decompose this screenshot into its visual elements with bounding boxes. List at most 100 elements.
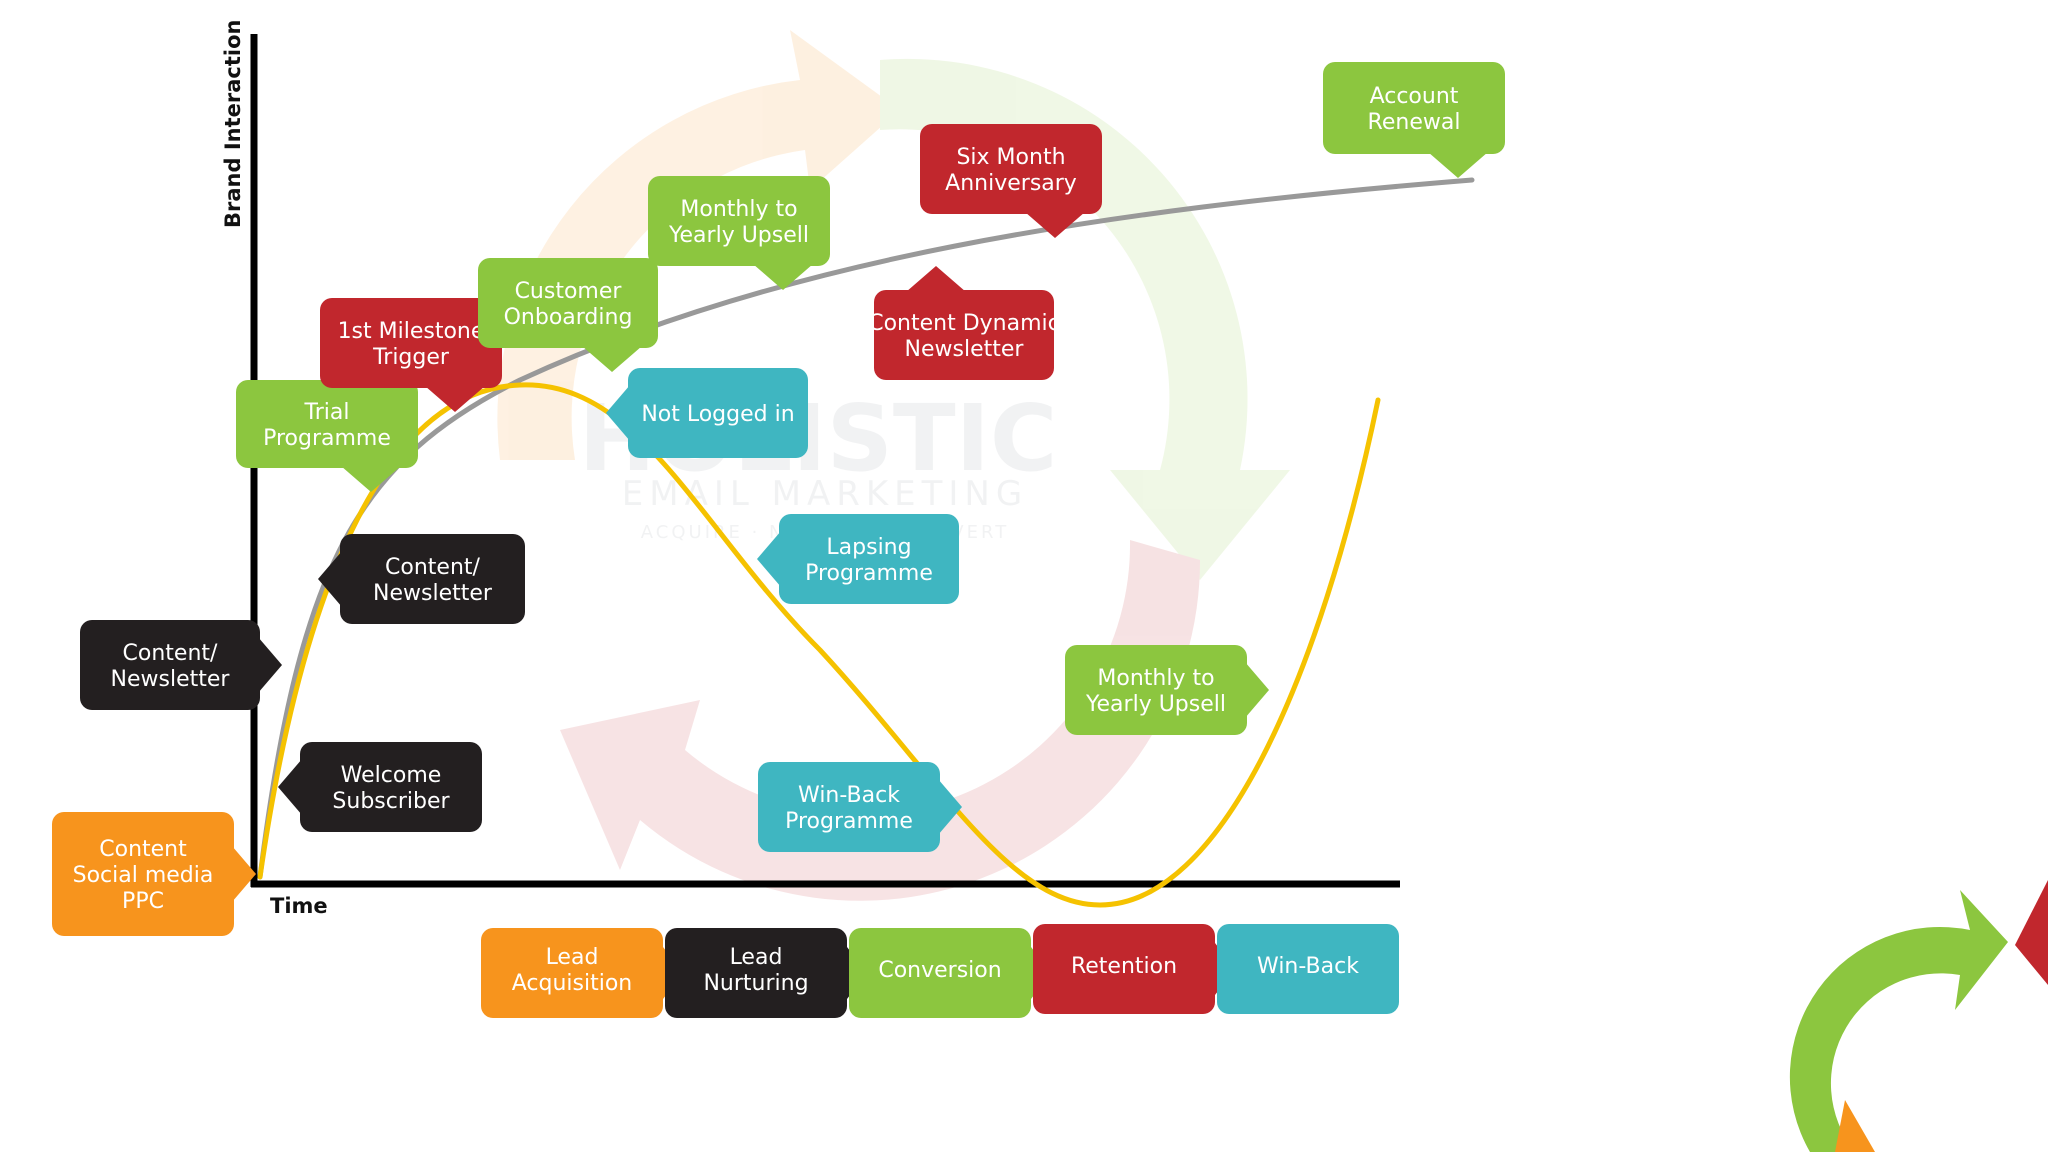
watermark-logo: HOLISTIC EMAIL MARKETING ACQUIRE · NURTU… bbox=[497, 30, 1290, 901]
touchpoint-bubble-box bbox=[1323, 62, 1505, 154]
touchpoint-bubble-box bbox=[300, 742, 482, 832]
touchpoint-label-line: Social media bbox=[73, 863, 214, 888]
touchpoint-label-line: Programme bbox=[785, 809, 913, 834]
bubble-pointer bbox=[906, 266, 966, 292]
touchpoint-label-line: Content/ bbox=[385, 555, 480, 580]
stage-chevron: Win-Back bbox=[1217, 924, 1399, 1014]
touchpoint-bubble-box bbox=[80, 620, 260, 710]
y-axis-label: Brand Interaction bbox=[221, 20, 245, 228]
watermark-arrow-orange bbox=[497, 30, 900, 460]
bubble-pointer bbox=[757, 531, 781, 587]
bubble-pointer bbox=[938, 779, 962, 835]
touchpoint-label-line: Win-Back bbox=[798, 783, 900, 808]
touchpoint-label-line: Six Month bbox=[956, 145, 1065, 170]
touchpoint-label-line: Monthly to bbox=[1097, 666, 1214, 691]
touchpoint-label-line: Content bbox=[99, 837, 187, 862]
corner-logo bbox=[1789, 880, 2048, 1152]
touchpoint-bubble-box bbox=[874, 290, 1054, 380]
touchpoint-bubble-box bbox=[758, 762, 940, 852]
brand-interaction-curve bbox=[257, 177, 1475, 880]
bubble-pointer bbox=[606, 385, 630, 441]
bubble-pointer bbox=[318, 551, 342, 607]
touchpoint-label-line: Customer bbox=[515, 279, 623, 304]
touchpoint-label-line: Trigger bbox=[372, 345, 450, 370]
corner-logo-arrow-red bbox=[2015, 880, 2048, 985]
bubble-pointer bbox=[341, 466, 401, 492]
bubble-pointer bbox=[278, 759, 302, 815]
stage-label-line: Lead bbox=[546, 945, 599, 970]
touchpoint-bubble: Content/Newsletter bbox=[318, 534, 525, 624]
touchpoint-bubble-box bbox=[52, 812, 234, 936]
touchpoint-label-line: Newsletter bbox=[905, 337, 1025, 362]
watermark-arrow-green bbox=[880, 58, 1290, 580]
touchpoint-bubble: Content/Newsletter bbox=[80, 620, 282, 710]
touchpoint-bubble-box bbox=[920, 124, 1102, 214]
stage-label-line: Lead bbox=[730, 945, 783, 970]
corner-logo-arrow-green bbox=[1789, 890, 2008, 1152]
bubble-pointer bbox=[232, 846, 256, 902]
touchpoint-label-line: Yearly Upsell bbox=[668, 223, 809, 248]
touchpoint-label-line: Content/ bbox=[123, 641, 218, 666]
touchpoint-bubble-box bbox=[779, 514, 959, 604]
stage-chevron: Conversion bbox=[849, 928, 1051, 1018]
touchpoint-label-line: Account bbox=[1370, 84, 1459, 109]
corner-logo-arrow-orange bbox=[1835, 1100, 1875, 1152]
touchpoint-bubble-box bbox=[478, 258, 658, 348]
bubble-pointer bbox=[258, 637, 282, 693]
touchpoint-label-line: Renewal bbox=[1368, 110, 1461, 135]
touchpoint-bubble-box bbox=[628, 368, 808, 458]
stage-label-line: Win-Back bbox=[1257, 954, 1359, 979]
touchpoint-bubble: Not Logged in bbox=[606, 368, 808, 458]
bubble-pointer bbox=[1245, 662, 1269, 718]
touchpoint-label-line: Trial bbox=[304, 400, 350, 425]
stage-box bbox=[1217, 924, 1399, 1014]
touchpoint-label-line: Subscriber bbox=[332, 789, 450, 814]
touchpoint-label-line: Programme bbox=[805, 561, 933, 586]
watermark-subtitle: EMAIL MARKETING bbox=[622, 474, 1028, 514]
bubble-pointer bbox=[1428, 152, 1488, 178]
touchpoint-label-line: Programme bbox=[263, 426, 391, 451]
touchpoint-label-line: Monthly to bbox=[680, 197, 797, 222]
stage-box bbox=[1033, 924, 1215, 1014]
touchpoint-label-line: PPC bbox=[122, 889, 164, 914]
touchpoint-label-line: Not Logged in bbox=[641, 402, 794, 427]
touchpoint-bubble-box bbox=[236, 380, 418, 468]
touchpoint-label-line: Newsletter bbox=[111, 667, 231, 692]
stage-label-line: Nurturing bbox=[703, 971, 808, 996]
touchpoint-label-line: Yearly Upsell bbox=[1085, 692, 1226, 717]
stage-label-line: Retention bbox=[1071, 954, 1177, 979]
touchpoint-label-line: Content Dynamic bbox=[868, 311, 1060, 336]
touchpoint-label-line: Lapsing bbox=[826, 535, 911, 560]
bubble-pointer bbox=[582, 346, 642, 372]
touchpoint-bubble-box bbox=[340, 534, 525, 624]
watermark-arrow-red bbox=[560, 540, 1201, 901]
bubble-pointer bbox=[425, 386, 485, 412]
stage-label-line: Acquisition bbox=[512, 971, 633, 996]
touchpoint-label-line: Newsletter bbox=[373, 581, 493, 606]
stage-box bbox=[849, 928, 1031, 1018]
stage-box bbox=[481, 928, 663, 1018]
touchpoint-bubble-box bbox=[1065, 645, 1247, 735]
stage-box bbox=[665, 928, 847, 1018]
touchpoint-bubble-box bbox=[320, 298, 502, 388]
touchpoint-label-line: Welcome bbox=[341, 763, 442, 788]
touchpoint-label-line: Anniversary bbox=[945, 171, 1077, 196]
bubble-pointer bbox=[1025, 212, 1085, 238]
touchpoint-label-line: Onboarding bbox=[504, 305, 633, 330]
